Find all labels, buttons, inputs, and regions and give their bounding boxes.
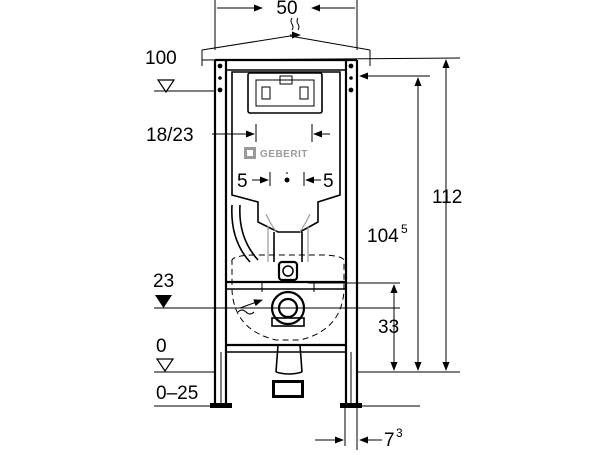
label-level-0: 0 bbox=[156, 336, 167, 357]
level-23: 23 bbox=[153, 271, 263, 315]
reference-lines bbox=[154, 90, 460, 407]
level-100: 100 bbox=[145, 48, 177, 94]
dimension-5-5: 5 5 bbox=[237, 171, 334, 192]
label-offset-right: 5 bbox=[323, 171, 334, 192]
wave-icon bbox=[290, 17, 294, 31]
bowl-outline bbox=[231, 254, 345, 341]
level-marker-icon bbox=[155, 358, 175, 373]
label-height-112: 112 bbox=[432, 187, 462, 208]
dimension-104-5: 104 5 bbox=[359, 72, 430, 371]
label-depth-7: 7 bbox=[384, 430, 395, 450]
label-level-100: 100 bbox=[145, 48, 177, 69]
label-offset-left: 5 bbox=[237, 171, 248, 192]
dimension-112: 112 bbox=[432, 59, 462, 371]
top-mount-bar bbox=[201, 35, 461, 66]
label-level-23: 23 bbox=[153, 271, 174, 292]
geberit-logo: GEBERIT bbox=[244, 147, 308, 160]
level-marker-filled-icon bbox=[155, 295, 172, 308]
label-width-top: 50 bbox=[276, 0, 297, 19]
label-height-104-sup: 5 bbox=[401, 222, 408, 236]
dimension-33: 33 bbox=[378, 284, 399, 371]
dimension-7-3: 7 3 bbox=[315, 408, 403, 451]
svg-text:GEBERIT: GEBERIT bbox=[260, 149, 308, 160]
dimension-18-23: 18/23 bbox=[146, 124, 330, 146]
flush-pipe bbox=[231, 204, 303, 282]
flush-plate-opening bbox=[247, 72, 323, 114]
label-range-0-25: 0–25 bbox=[156, 383, 198, 404]
label-height-33: 33 bbox=[378, 317, 399, 338]
cistern: GEBERIT bbox=[231, 71, 341, 262]
level-0: 0 bbox=[155, 336, 175, 373]
installation-frame bbox=[210, 58, 362, 408]
range-0-25: 0–25 bbox=[156, 383, 198, 404]
label-18-23: 18/23 bbox=[146, 125, 194, 146]
level-marker-icon bbox=[156, 79, 176, 94]
label-height-104: 104 bbox=[367, 226, 399, 247]
dimension-width-top: 50 bbox=[214, 0, 358, 50]
label-depth-7-sup: 3 bbox=[396, 426, 403, 440]
wave-icon bbox=[237, 309, 255, 315]
